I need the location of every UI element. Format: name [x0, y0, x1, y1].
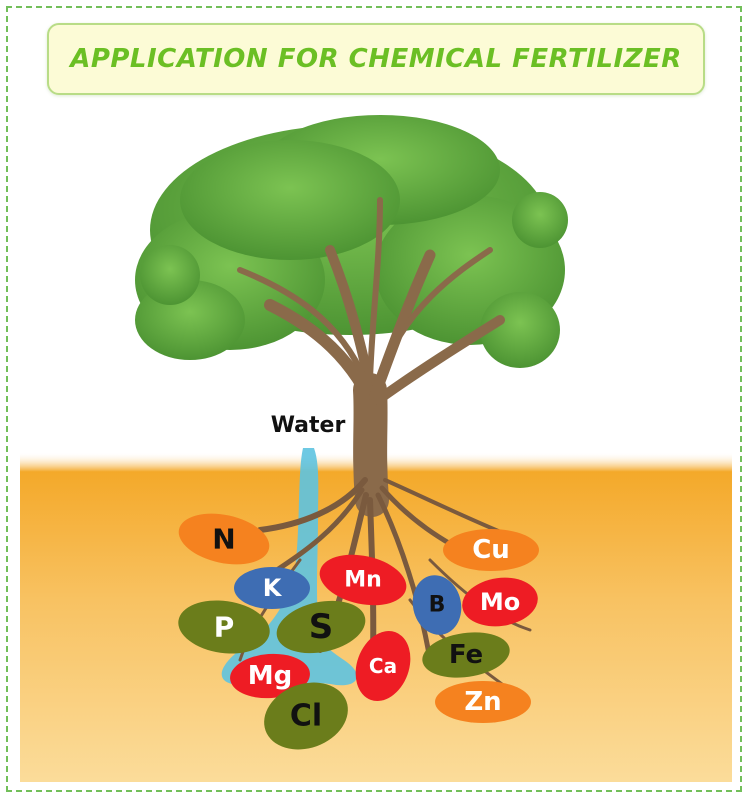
nutrient-fe: Fe [422, 632, 510, 678]
nutrient-symbol: Mo [480, 588, 520, 616]
nutrient-mg: Mg [230, 653, 310, 699]
nutrient-bubble [462, 577, 538, 627]
nutrient-symbol: Ca [369, 654, 397, 678]
water-label: Water [271, 413, 346, 438]
title-banner: APPLICATION FOR CHEMICAL FERTILIZER [47, 23, 705, 95]
nutrient-bubble [443, 529, 539, 571]
nutrient-symbol: B [429, 593, 446, 618]
nutrient-symbol: Mg [248, 661, 292, 691]
nutrient-cl: Cl [264, 682, 348, 750]
nutrient-mn: Mn [319, 554, 407, 606]
nutrient-symbol: P [214, 611, 235, 644]
dashed-border [6, 6, 742, 792]
nutrient-symbol: Zn [464, 687, 501, 717]
nutrient-symbol: S [309, 607, 334, 647]
tree-canopy [135, 115, 568, 368]
nutrient-bubble [355, 631, 411, 701]
nutrient-symbol: Mn [344, 568, 382, 593]
nutrient-symbol: Fe [449, 640, 483, 670]
nutrient-bubble [178, 513, 270, 565]
tree-trunk [237, 197, 505, 517]
nutrient-cu: Cu [443, 529, 539, 571]
nutrient-ca: Ca [355, 631, 411, 701]
nutrient-bubble [178, 600, 270, 654]
nutrient-bubble [230, 653, 310, 699]
nutrient-s: S [276, 600, 366, 654]
nutrient-n: N [178, 513, 270, 565]
nutrient-p: P [178, 600, 270, 654]
nutrient-bubble [319, 554, 407, 606]
nutrient-b: B [412, 575, 462, 635]
nutrient-symbol: K [263, 574, 283, 602]
page-title: APPLICATION FOR CHEMICAL FERTILIZER [70, 44, 682, 74]
nutrient-bubble [234, 567, 310, 609]
nutrient-symbol: Cu [472, 535, 510, 565]
nutrient-bubble [412, 575, 462, 635]
nutrient-zn: Zn [435, 681, 531, 723]
nutrient-bubble [422, 632, 510, 678]
nutrient-symbol: Cl [290, 699, 322, 734]
nutrient-symbol: N [212, 523, 235, 556]
nutrient-bubble [264, 682, 348, 750]
nutrient-bubble [276, 600, 366, 654]
nutrient-bubble [435, 681, 531, 723]
nutrient-k: K [234, 567, 310, 609]
nutrient-mo: Mo [462, 577, 538, 627]
